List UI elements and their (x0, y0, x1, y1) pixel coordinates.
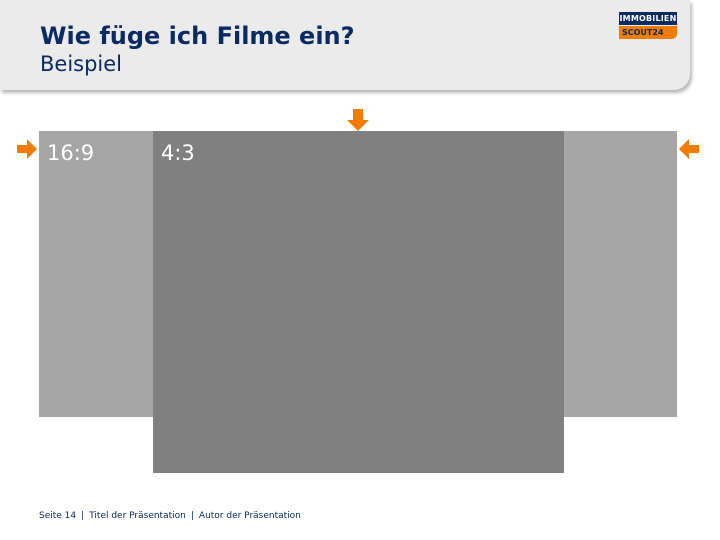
slide-header: Wie füge ich Filme ein? Beispiel IMMOBIL… (0, 0, 690, 90)
arrow-left-icon (679, 139, 699, 159)
footer-author: Autor der Präsentation (198, 511, 301, 521)
arrow-right-icon (17, 139, 37, 159)
brand-logo: IMMOBILIEN SCOUT24 (619, 12, 677, 39)
footer-presentation-title: Titel der Präsentation (89, 511, 186, 521)
frame-16-9-label: 16:9 (47, 141, 95, 165)
slide-subtitle: Beispiel (40, 52, 123, 76)
slide-title: Wie füge ich Filme ein? (40, 22, 355, 50)
logo-line-scout24: SCOUT24 (619, 26, 677, 39)
arrow-down-icon (347, 109, 369, 131)
frame-4-3-label: 4:3 (161, 141, 195, 165)
slide-footer: Seite 14 | Titel der Präsentation | Autor de… (39, 511, 301, 521)
footer-separator: | (190, 511, 194, 521)
frame-4-3 (153, 131, 564, 473)
footer-separator: | (81, 511, 85, 521)
logo-line-immobilien: IMMOBILIEN (619, 12, 677, 25)
footer-page-number: Seite 14 (39, 511, 77, 521)
